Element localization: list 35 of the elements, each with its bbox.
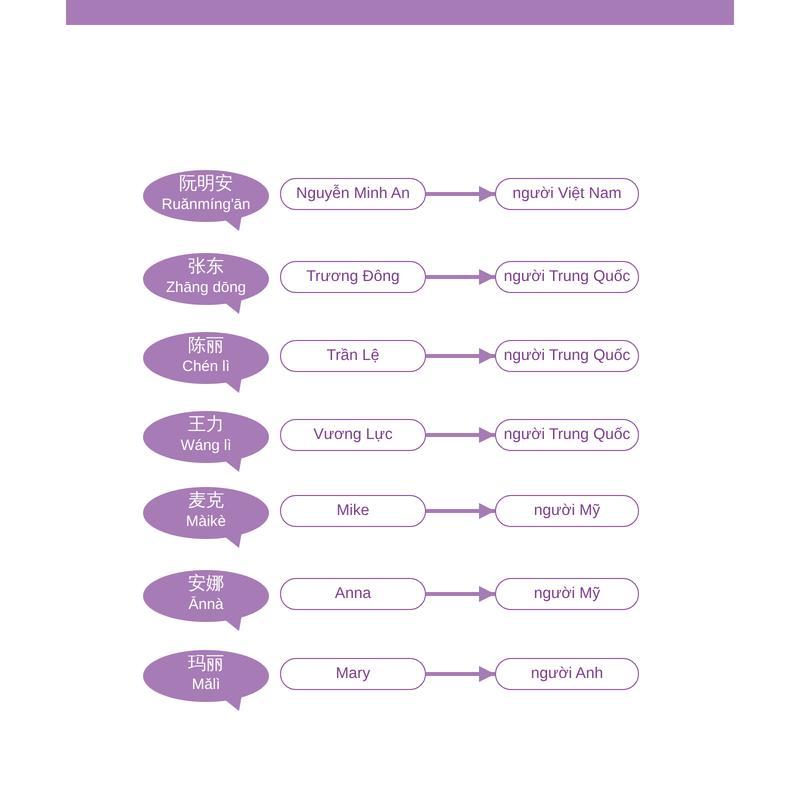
pinyin-name: Ānnà (187, 596, 225, 614)
name-box: người Mỹ (495, 578, 639, 610)
chinese-name: 张东 (187, 256, 225, 278)
arrow (426, 666, 495, 682)
name-box: Mike (280, 495, 426, 527)
chinese-name: 玛丽 (187, 653, 225, 675)
name-box: Nguyễn Minh An (280, 178, 426, 210)
name-box: Trương Đông (280, 261, 426, 293)
pinyin-name: Màikè (184, 513, 227, 531)
pinyin-name: Zhāng dōng (164, 279, 248, 297)
name-box: người Việt Nam (495, 178, 639, 210)
arrow (426, 269, 495, 285)
arrow (426, 186, 495, 202)
name-box: Anna (280, 578, 426, 610)
name-box: người Trung Quốc (495, 419, 639, 451)
name-box: Mary (280, 658, 426, 690)
arrow (426, 348, 495, 364)
pinyin-name: Wáng lì (180, 437, 232, 455)
arrow (426, 586, 495, 602)
name-box: người Mỹ (495, 495, 639, 527)
name-box: Vương Lực (280, 419, 426, 451)
pinyin-name: Mǎlì (190, 676, 222, 694)
pinyin-name: Ruǎnmíng'ān (160, 196, 252, 214)
chinese-name: 陈丽 (187, 335, 225, 357)
pinyin-name: Chén lì (181, 358, 231, 376)
name-box: người Anh (495, 658, 639, 690)
name-box: Trần Lệ (280, 340, 426, 372)
chinese-name: 阮明安 (178, 173, 234, 195)
arrow (426, 503, 495, 519)
chinese-name: 安娜 (187, 573, 225, 595)
arrow (426, 427, 495, 443)
chinese-name: 王力 (187, 414, 225, 436)
name-box: người Trung Quốc (495, 340, 639, 372)
name-box: người Trung Quốc (495, 261, 639, 293)
chinese-name: 麦克 (187, 490, 225, 512)
